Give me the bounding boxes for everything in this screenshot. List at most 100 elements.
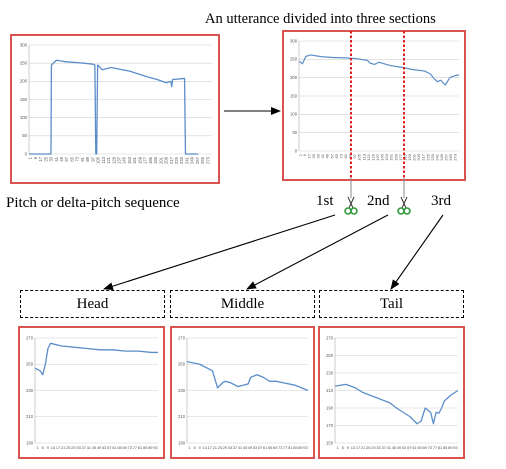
x-tick-label: 249 [190, 156, 195, 164]
x-tick-label: 65 [417, 445, 422, 450]
x-tick-label: 73 [338, 153, 343, 158]
y-tick-label: 190 [26, 440, 34, 445]
pitch-series-line [186, 360, 309, 392]
x-tick-label: 41 [238, 445, 243, 450]
x-tick-label: 57 [407, 445, 412, 450]
y-tick-label: 250 [326, 353, 334, 358]
x-tick-label: 33 [316, 153, 321, 158]
x-tick-label: 225 [174, 156, 179, 164]
scissors-icon [397, 196, 411, 215]
y-tick-label: 0 [295, 148, 298, 153]
y-tick-label: 0 [25, 151, 28, 156]
x-tick-label: 81 [80, 156, 85, 161]
pitch-series-line [29, 59, 199, 155]
x-tick-label: 17 [38, 156, 43, 161]
x-tick-label: 209 [164, 156, 169, 164]
x-tick-label: 33 [228, 445, 233, 450]
x-tick-label: 69 [422, 445, 427, 450]
x-tick-label: 113 [361, 153, 366, 160]
x-tick-label: 9 [302, 153, 307, 156]
x-tick-label: 177 [398, 153, 403, 160]
arrow-to-head [103, 214, 336, 291]
y-tick-label: 300 [290, 38, 298, 43]
x-tick-label: 1 [336, 445, 339, 450]
x-tick-label: 65 [268, 445, 273, 450]
x-tick-label: 1 [28, 156, 33, 159]
x-tick-label: 257 [195, 156, 200, 164]
x-tick-label: 53 [253, 445, 258, 450]
x-tick-label: 61 [412, 445, 417, 450]
x-tick-label: 233 [179, 156, 184, 164]
pitch-series-line [334, 383, 459, 425]
x-tick-label: 21 [361, 445, 366, 450]
x-tick-label: 65 [117, 445, 122, 450]
x-tick-label: 81 [343, 153, 348, 158]
y-tick-label: 300 [20, 42, 28, 47]
x-tick-label: 193 [407, 153, 412, 160]
x-tick-label: 17 [306, 153, 311, 158]
x-tick-label: 217 [421, 153, 426, 160]
x-tick-label: 57 [64, 156, 69, 161]
x-tick-label: 89 [85, 156, 90, 161]
x-tick-label: 105 [357, 153, 362, 160]
x-tick-label: 73 [278, 445, 283, 450]
x-tick-label: 249 [439, 153, 444, 160]
x-tick-label: 137 [117, 156, 122, 164]
x-tick-label: 13 [351, 445, 356, 450]
x-tick-label: 57 [107, 445, 112, 450]
x-tick-label: 145 [380, 153, 385, 160]
y-tick-label: 100 [20, 115, 28, 120]
y-tick-label: 170 [326, 423, 334, 428]
x-tick-label: 53 [102, 445, 107, 450]
head-box: Head [20, 290, 165, 318]
x-tick-label: 9 [347, 445, 350, 450]
x-tick-label: 273 [205, 156, 210, 164]
x-tick-label: 17 [356, 445, 361, 450]
middle-box: Middle [170, 290, 315, 318]
x-tick-label: 77 [283, 445, 288, 450]
x-tick-label: 93 [303, 445, 308, 450]
x-tick-label: 85 [293, 445, 298, 450]
x-tick-label: 5 [42, 445, 45, 450]
x-tick-label: 225 [425, 153, 430, 160]
x-tick-label: 97 [352, 153, 357, 158]
x-tick-label: 265 [200, 156, 205, 164]
x-tick-label: 49 [97, 445, 102, 450]
y-tick-label: 150 [290, 93, 298, 98]
x-tick-label: 153 [384, 153, 389, 160]
x-tick-label: 153 [127, 156, 132, 164]
y-tick-label: 270 [178, 335, 186, 340]
y-tick-label: 190 [178, 440, 186, 445]
x-tick-label: 9 [33, 156, 38, 159]
x-tick-label: 89 [148, 445, 153, 450]
x-tick-label: 93 [453, 445, 458, 450]
x-tick-label: 113 [101, 156, 106, 163]
source-caption: Pitch or delta-pitch sequence [6, 195, 180, 211]
scissors-icon [344, 196, 358, 215]
x-tick-label: 41 [87, 445, 92, 450]
x-tick-label: 53 [402, 445, 407, 450]
x-tick-label: 45 [392, 445, 397, 450]
x-tick-label: 129 [111, 156, 116, 164]
tail-box: Tail [319, 290, 464, 318]
x-tick-label: 217 [169, 156, 174, 164]
x-tick-label: 49 [59, 156, 64, 161]
y-tick-label: 270 [326, 335, 334, 340]
x-tick-label: 21 [61, 445, 66, 450]
x-tick-label: 25 [218, 445, 223, 450]
x-tick-label: 45 [92, 445, 97, 450]
x-tick-label: 25 [366, 445, 371, 450]
y-tick-label: 200 [20, 79, 28, 84]
x-tick-label: 73 [75, 156, 80, 161]
y-tick-label: 250 [178, 362, 186, 367]
x-tick-label: 85 [143, 445, 148, 450]
y-tick-label: 100 [290, 112, 298, 117]
x-tick-label: 77 [433, 445, 438, 450]
x-tick-label: 193 [153, 156, 158, 164]
x-tick-label: 33 [376, 445, 381, 450]
